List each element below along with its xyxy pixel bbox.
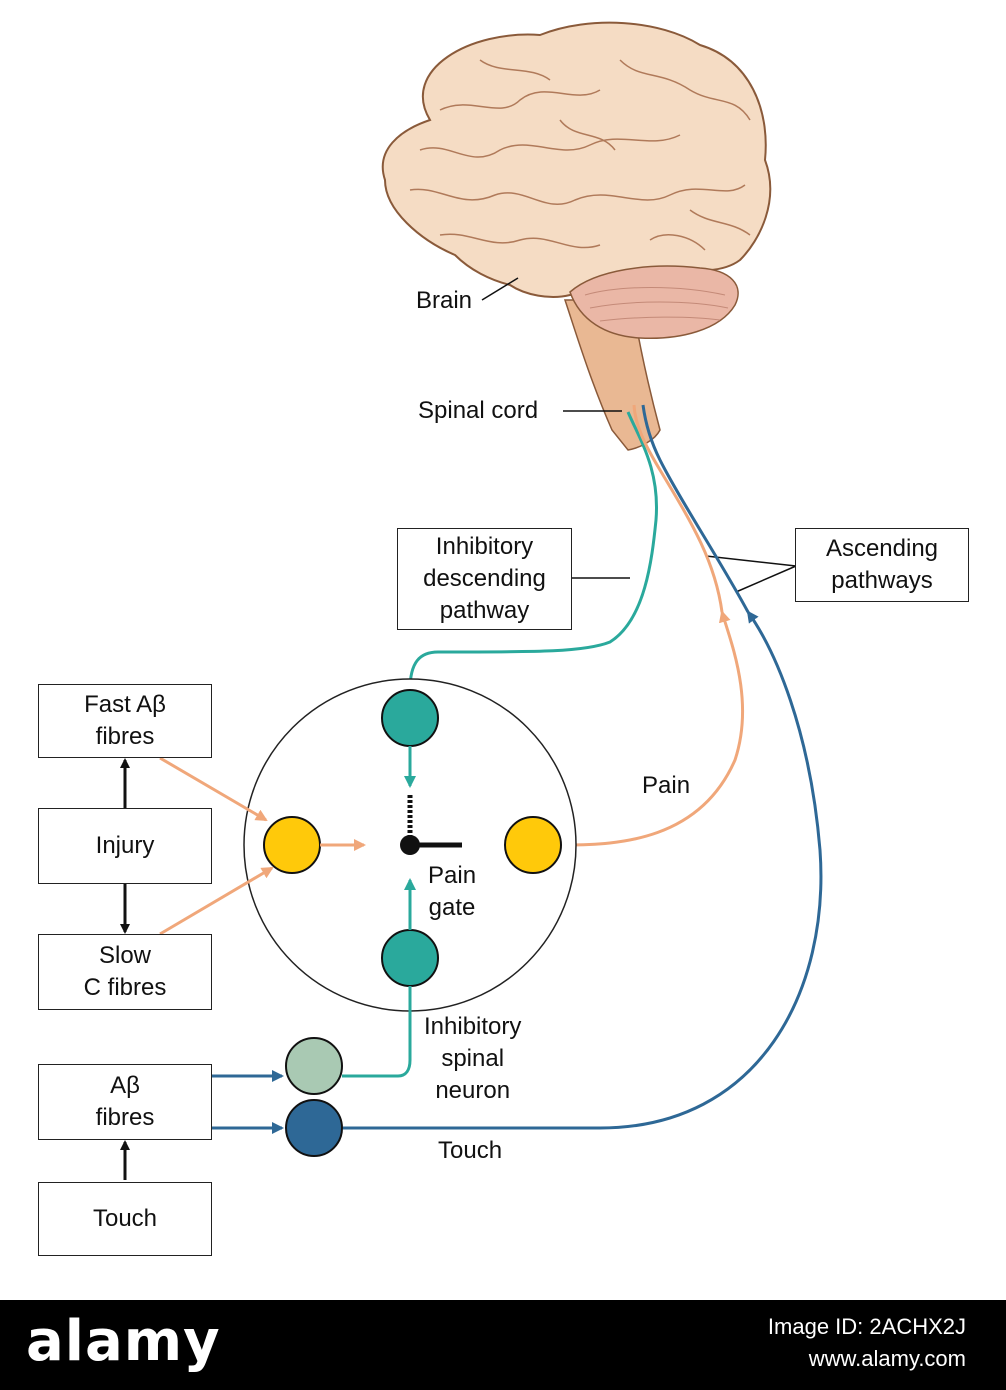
label-line: Pain [428, 862, 477, 889]
ascending-pathways-box: Ascending pathways [795, 528, 969, 602]
injury-box: Injury [38, 808, 212, 884]
inhibitory-descending-path [408, 411, 659, 691]
box-line: Ascending [825, 535, 939, 562]
diagram-canvas [120, 21, 823, 1180]
pain-label: Pain [642, 772, 691, 799]
spinal-cord-label: Spinal cord [418, 397, 539, 424]
brain-label: Brain [416, 287, 473, 314]
touch-box: Touch [38, 1182, 212, 1256]
brain-gyri [409, 59, 751, 251]
box-line: descending [423, 565, 546, 592]
cerebellum-folia [584, 287, 729, 322]
box-line: fibres [95, 723, 155, 750]
inhibitory-neuron-top [381, 689, 439, 747]
box-line: pathway [439, 597, 530, 624]
inhibitory-spinal-neuron-label: Inhibitory spinal neuron [424, 1011, 521, 1107]
site-url: www.alamy.com [808, 1346, 966, 1371]
image-id: Image ID: 2ACHX2J [767, 1314, 966, 1339]
touch-pathway-label: Touch [438, 1137, 503, 1164]
pain-ascending-path [564, 610, 744, 847]
pain-gate-label: Pain gate [428, 860, 476, 924]
ab-fibres-box: Aβ fibres [38, 1064, 212, 1140]
fast-fibres-box: Fast Aβ fibres [38, 684, 212, 758]
touch-neuron [285, 1099, 343, 1157]
inhibitory-neuron-bottom [381, 929, 439, 987]
pain-gate-diagram: Inhibitory descending pathway Ascending … [38, 21, 969, 1256]
box-line: Injury [95, 832, 155, 859]
label-line: gate [428, 894, 476, 921]
box-line: C fibres [83, 974, 167, 1001]
fast-fibres-arrow [159, 756, 268, 822]
watermark-bar: alamy Image ID: 2ACHX2J www.alamy.com [0, 1300, 1006, 1390]
brain-illustration [381, 21, 772, 451]
inhibitory-spinal-neuron [285, 1037, 343, 1095]
box-line: Inhibitory [435, 533, 534, 560]
pain-input-neuron [263, 816, 321, 874]
label-line: neuron [435, 1077, 511, 1104]
touch-ascending-path [343, 610, 823, 1130]
label-line: spinal [441, 1045, 505, 1072]
box-line: pathways [831, 567, 933, 594]
box-line: Touch [92, 1205, 158, 1232]
pain-output-neuron [504, 816, 562, 874]
ascending-leader-bottom [735, 565, 797, 593]
touch-ascending-path-upper [641, 404, 750, 613]
inhibitory-descending-box: Inhibitory descending pathway [397, 528, 572, 630]
inhibitory-spinal-path [342, 986, 412, 1078]
box-line: fibres [95, 1104, 155, 1131]
brain-leader-line [481, 277, 519, 301]
ascending-leader-top [705, 555, 797, 567]
box-line: Fast Aβ [84, 691, 166, 718]
slow-fibres-arrow [159, 866, 274, 936]
cerebrum [381, 21, 772, 298]
box-line: Aβ [110, 1072, 140, 1099]
alamy-logo: alamy [26, 1309, 221, 1374]
pain-ascending-path-upper [632, 404, 724, 613]
box-line: Slow [98, 942, 152, 969]
slow-fibres-box: Slow C fibres [38, 934, 212, 1010]
gate-pivot [400, 835, 420, 855]
label-line: Inhibitory [424, 1013, 522, 1040]
